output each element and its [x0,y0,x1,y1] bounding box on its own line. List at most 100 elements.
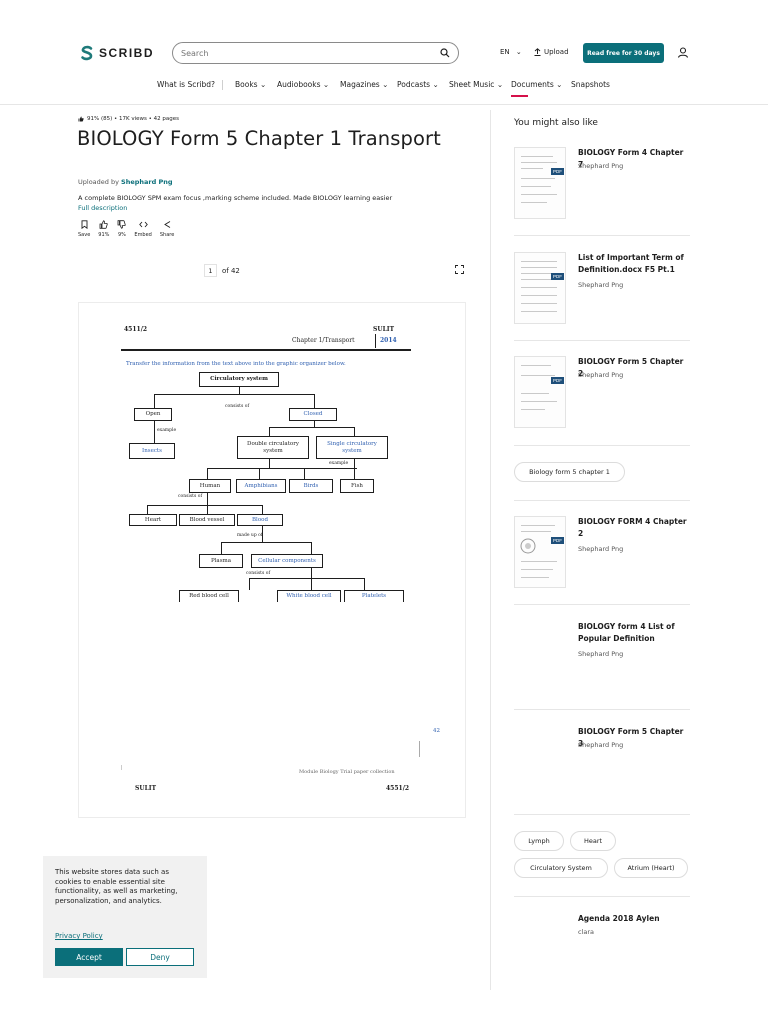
connector [364,578,365,590]
related-document[interactable]: BIOLOGY form 4 List of Popular Definitio… [514,621,690,693]
share-button[interactable]: Share [160,220,174,238]
connector [304,468,305,479]
tag-chip[interactable]: Circulatory System [514,858,608,878]
related-document[interactable]: PDF BIOLOGY Form 5 Chapter 2 Shephard Pn… [514,356,690,428]
fullscreen-icon[interactable] [455,265,464,274]
related-title[interactable]: BIOLOGY FORM 4 Chapter 2 [578,517,687,538]
connector [314,394,315,408]
document-thumbnail: PDF [514,516,566,588]
nav-audiobooks[interactable]: Audiobooks ⌄ [277,80,329,89]
connector [207,505,208,514]
nav-magazines[interactable]: Magazines ⌄ [340,80,388,89]
tag-chip[interactable]: Lymph [514,831,564,851]
nav-sheet-music[interactable]: Sheet Music ⌄ [449,80,503,89]
upvote-button[interactable]: 91% [98,220,109,238]
document-actions: Save 91% 9% Embed Share [78,220,174,238]
search-input[interactable] [181,48,440,58]
thumbs-up-icon [99,220,109,229]
node-insects: Insects [129,443,175,459]
connector [207,493,208,505]
tag-chip[interactable]: Biology form 5 chapter 1 [514,462,625,482]
connector [207,468,208,479]
nav-podcasts-label: Podcasts [397,80,431,89]
node-plasma: Plasma [199,554,243,568]
tag-chip[interactable]: Atrium (Heart) [614,858,688,878]
related-author[interactable]: Shephard Png [578,545,624,553]
total-pages: of 42 [222,266,240,275]
embed-label: Embed [134,232,152,238]
related-title[interactable]: BIOLOGY Form 4 Chapter 7 [578,148,684,169]
related-document[interactable]: Agenda 2018 Aylen clara [514,913,690,953]
related-author[interactable]: Shephard Png [578,650,624,658]
related-document[interactable]: BIOLOGY Form 5 Chapter 3 Shephard Png [514,726,690,798]
user-account-icon[interactable] [674,44,692,62]
label-example: example [157,428,177,433]
share-icon [163,221,170,228]
related-document[interactable]: PDF BIOLOGY Form 4 Chapter 7 Shephard Pn… [514,147,690,219]
tag-chip[interactable]: Heart [570,831,616,851]
page-sulit-top: SULIT [373,326,395,333]
connector [269,427,354,428]
connector [259,468,260,479]
header-divider [0,104,768,105]
related-title[interactable]: List of Important Term of Definition.doc… [578,253,684,274]
upload-label: Upload [544,48,569,56]
nav-books[interactable]: Books ⌄ [235,80,266,89]
related-author[interactable]: Shephard Png [578,371,624,379]
code-icon [138,221,148,228]
node-white-blood-cell: White blood cell [277,590,341,602]
label-example: example [329,461,349,466]
downvote-label: 9% [117,232,126,238]
nav-documents-label: Documents [511,80,554,89]
scribd-logo[interactable]: SCRIBD [80,45,154,61]
nav-divider [222,80,223,90]
nav-documents[interactable]: Documents ⌄ [511,80,562,89]
related-title[interactable]: Agenda 2018 Aylen [578,914,660,923]
page-code-top: 4511/2 [124,326,148,333]
embed-button[interactable]: Embed [134,220,152,238]
related-author[interactable]: Shephard Png [578,281,624,289]
uploader-link[interactable]: Shephard Png [121,178,173,186]
privacy-policy-link[interactable]: Privacy Policy [55,932,103,940]
accept-cookies-button[interactable]: Accept [55,948,123,966]
node-cellular-components: Cellular components [251,554,323,568]
page-chapter: Chapter 1/Transport [292,337,355,344]
related-author[interactable]: Shephard Png [578,162,624,170]
downvote-button[interactable]: 9% [117,220,127,238]
related-document[interactable]: PDF BIOLOGY FORM 4 Chapter 2 Shephard Pn… [514,516,690,588]
full-description-link[interactable]: Full description [78,203,128,212]
connector [249,578,364,579]
related-title[interactable]: BIOLOGY form 4 List of Popular Definitio… [578,622,675,643]
deny-cookies-button[interactable]: Deny [126,948,194,966]
nav-magazines-label: Magazines [340,80,380,89]
page-margin-mark [419,741,420,757]
document-thumbnail: PDF [514,356,566,428]
sidebar-divider [514,445,690,446]
save-button[interactable]: Save [78,220,90,238]
related-title[interactable]: BIOLOGY Form 5 Chapter 2 [578,357,684,378]
related-author[interactable]: Shephard Png [578,741,624,749]
sidebar-divider [514,340,690,341]
node-fish: Fish [340,479,374,493]
related-document[interactable]: PDF List of Important Term of Definition… [514,252,690,324]
page-number: 42 [433,728,440,734]
nav-podcasts[interactable]: Podcasts ⌄ [397,80,439,89]
language-selector[interactable]: EN ⌄ [500,48,522,56]
nav-what-is-scribd[interactable]: What is Scribd? [157,80,216,89]
current-page-input[interactable]: 1 [204,264,217,277]
connector [147,505,262,506]
search-bar[interactable] [172,42,459,64]
chevron-down-icon: ⌄ [432,80,439,89]
connector [269,427,270,436]
related-heading: You might also like [514,118,598,128]
connector [154,421,155,443]
connector [311,578,312,590]
nav-snapshots[interactable]: Snapshots [571,80,610,89]
search-icon[interactable] [440,48,450,58]
nav-audiobooks-label: Audiobooks [277,80,321,89]
read-free-button[interactable]: Read free for 30 days [583,43,664,63]
document-page-preview[interactable]: 4511/2 SULIT Chapter 1/Transport 2014 Tr… [78,302,466,818]
upload-button[interactable]: Upload [534,48,569,56]
related-author[interactable]: clara [578,928,595,936]
related-title[interactable]: BIOLOGY Form 5 Chapter 3 [578,727,684,748]
